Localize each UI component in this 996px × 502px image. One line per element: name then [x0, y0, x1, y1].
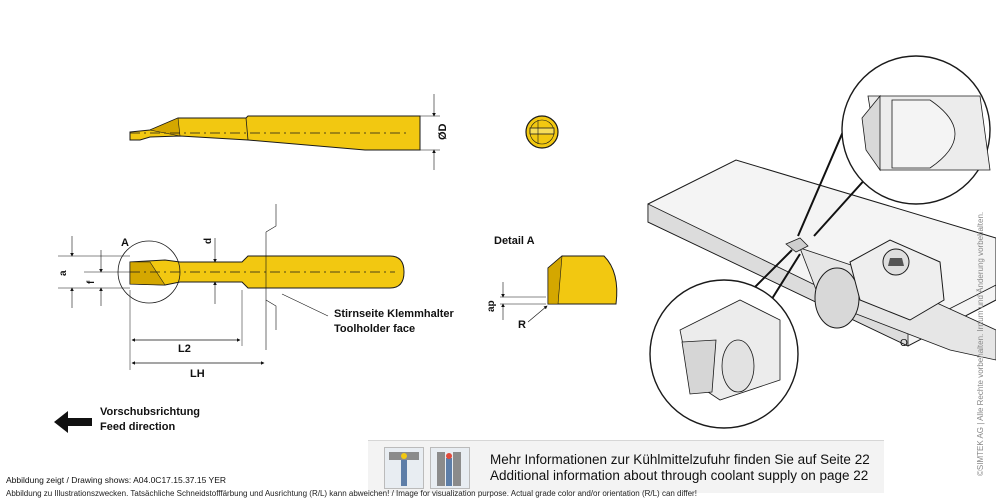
f-label: f	[86, 280, 97, 284]
coolant-info-de: Mehr Informationen zur Kühlmittelzufuhr …	[490, 452, 870, 467]
tool-end-view	[525, 115, 559, 149]
toolholder-face-en: Toolholder face	[334, 323, 415, 335]
diameter-label: ØD	[437, 123, 449, 140]
a-label: a	[58, 270, 69, 276]
feed-direction-en: Feed direction	[100, 421, 176, 433]
coolant-tool-icon	[437, 452, 461, 486]
coolant-thumbnail-2	[430, 447, 470, 489]
coolant-info-box: Mehr Informationen zur Kühlmittelzufuhr …	[368, 440, 884, 493]
tool-side-view: A a f d L2 LH Stirnseite Klemmhalter Too…	[58, 204, 455, 380]
isometric-holder-view: O	[647, 55, 996, 429]
d-label: d	[203, 238, 214, 244]
feed-direction-text: Vorschubsrichtung Feed direction	[100, 405, 200, 435]
drawing-caption: Abbildung zeigt / Drawing shows: A04.0C1…	[6, 475, 227, 485]
iso-o-mark: O	[900, 338, 908, 349]
coolant-info-text: Mehr Informationen zur Kühlmittelzufuhr …	[490, 452, 870, 484]
toolholder-face-de: Stirnseite Klemmhalter	[334, 308, 455, 320]
lh-label: LH	[190, 368, 205, 380]
detail-a-view: Detail A ap R	[486, 235, 618, 331]
disclaimer-caption: Abbildung zu Illustrationszwecken. Tatsä…	[6, 489, 697, 498]
arrow-left-icon	[54, 411, 92, 433]
ap-label: ap	[486, 300, 497, 312]
coolant-thumbnail-1	[384, 447, 424, 489]
l2-label: L2	[178, 343, 191, 355]
detail-a-marker: A	[121, 237, 129, 249]
coolant-info-en: Additional information about through coo…	[490, 468, 869, 483]
r-label: R	[518, 319, 526, 331]
coolant-tool-icon	[389, 452, 419, 486]
tool-top-view: ØD	[129, 94, 449, 170]
copyright-notice: ©SIMTEK AG | Alle Rechte vorbehalten. Ir…	[976, 211, 985, 476]
detail-a-title: Detail A	[494, 235, 535, 247]
feed-direction-de: Vorschubsrichtung	[100, 406, 201, 418]
